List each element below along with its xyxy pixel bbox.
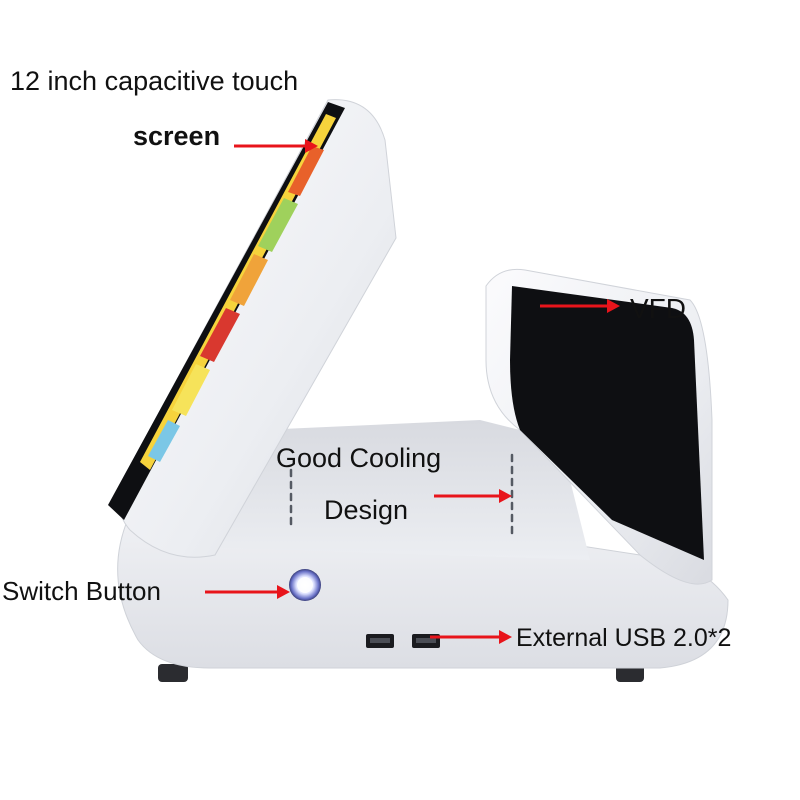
switch-button[interactable] xyxy=(289,569,321,601)
switch-button-label: Switch Button xyxy=(2,576,161,606)
callout-arrows xyxy=(205,139,620,644)
arrow-touch-screen xyxy=(234,139,318,153)
usb-label: External USB 2.0*2 xyxy=(516,624,732,652)
cooling-vents xyxy=(289,453,514,535)
cooling-cavity xyxy=(215,420,590,560)
vfd-label: VFD xyxy=(630,293,686,324)
touch-screen-tiles xyxy=(148,146,324,462)
cooling-label-continued: Design xyxy=(324,495,409,525)
arrow-usb xyxy=(430,630,512,644)
arrow-cooling xyxy=(434,489,512,503)
touch-screen-label-continued: screen xyxy=(133,121,221,151)
touch-screen-label: 12 inch capacitive touch xyxy=(10,66,299,96)
arrow-switch xyxy=(205,585,290,599)
arrow-vfd xyxy=(540,299,620,313)
cooling-label: Good Cooling xyxy=(276,443,442,473)
vfd-display xyxy=(510,286,704,560)
